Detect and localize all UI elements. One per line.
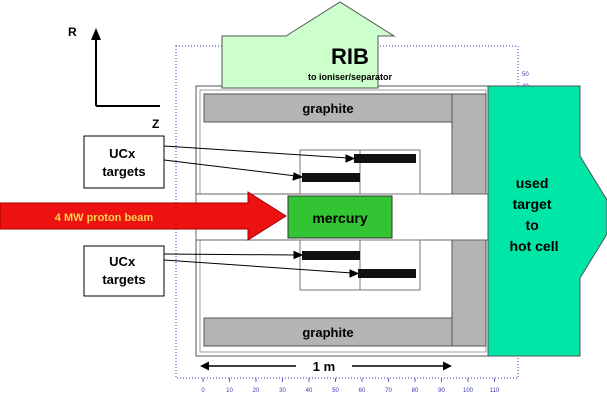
graphite-top-label: graphite [302,101,353,116]
ruler-tick-label: 30 [279,388,286,394]
ruler-tick-label: 60 [359,388,366,394]
ruler-tick-label: 10 [226,388,233,394]
used-target-line: target [513,196,552,212]
r-axis-label: R [68,25,77,39]
rib-arrow [221,1,396,89]
ruler-tick-label: 50 [332,388,339,394]
ucx-upper-label: UCx targets [102,146,145,179]
mercury-block [287,195,393,239]
graphite-top [203,93,453,123]
used-target-line: to [525,217,538,233]
scale-bar: 1 m [200,359,452,374]
used-target-line: used [516,175,549,191]
ruler-tick-label: 0 [201,388,205,394]
ruler-tick-label: 50 [522,72,529,78]
ruler-tick-label: 70 [385,388,392,394]
ucx-lower-label: UCx targets [102,254,145,287]
graphite-bottom-label: graphite [302,325,353,340]
ruler-tick-label: 100 [463,388,474,394]
ucx-target-bar [302,251,360,260]
mercury-label: mercury [312,210,367,226]
used-target-arrow [487,85,607,357]
ucx-lower-box [83,245,165,297]
bottom-ruler: 0 10 20 30 40 50 60 70 80 90 100 110 [201,378,500,394]
ruler-tick-label: 90 [438,388,445,394]
ucx-target-bar [354,154,416,163]
ucx-upper-box [83,135,165,189]
used-target-label: used target to hot cell [509,175,558,254]
axes: R Z [68,25,160,131]
graphite-right-upper [451,93,487,195]
proton-beam-arrow [0,191,287,241]
ruler-tick-label: 20 [253,388,260,394]
r-axis-arrowhead [91,28,101,40]
ruler-tick-label: 80 [412,388,419,394]
target-pointers [163,145,360,278]
z-axis-label: Z [152,117,159,131]
ucx-target-bar [358,269,416,278]
ucx-target-bar [302,173,360,182]
used-target-line: hot cell [509,238,558,254]
proton-beam-label: 4 MW proton beam [55,212,154,224]
ruler-tick-label: 110 [490,388,500,394]
rib-title: RIB [331,44,369,69]
scale-label: 1 m [313,359,335,374]
rib-subtitle: to ioniser/separator [308,72,393,82]
graphite-right-lower [451,239,487,347]
ruler-tick-label: 40 [306,388,313,394]
